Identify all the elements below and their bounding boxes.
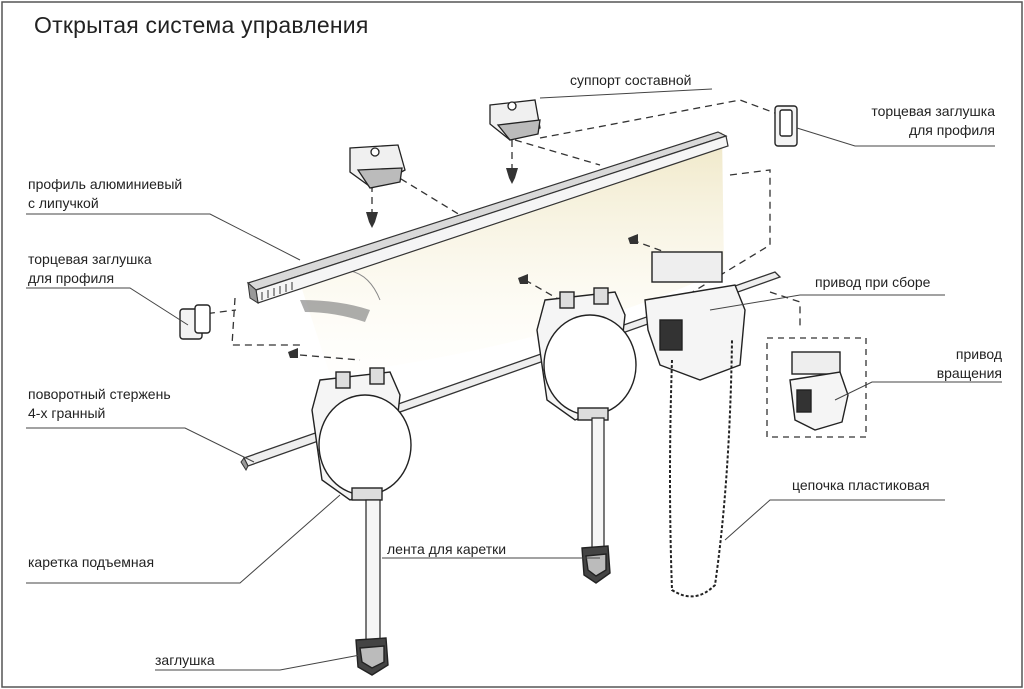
- label-end-cap-right: торцевая заглушка для профиля: [871, 103, 995, 138]
- label-rod: поворотный стержень 4-х гранный: [28, 386, 171, 421]
- screws: [288, 168, 638, 358]
- plugs: [355, 545, 611, 676]
- dash-top-right: [539, 99, 776, 139]
- support-1: [349, 144, 406, 189]
- dash-screw-left: [299, 354, 361, 361]
- end-cap-left: [179, 304, 211, 340]
- dash-right-box: [629, 169, 771, 331]
- dash-screw-mid: [524, 279, 561, 301]
- leader-profile: [26, 213, 301, 261]
- leader-end-cap-left: [26, 287, 189, 326]
- carriage-left: [311, 367, 412, 501]
- drive-rotation: [789, 351, 849, 431]
- leader-rod: [26, 427, 255, 463]
- diagram-title: Открытая система управления: [34, 12, 369, 38]
- tapes: [365, 417, 605, 641]
- label-support: суппорт составной: [570, 72, 692, 88]
- leader-drive-assembled: [709, 294, 945, 311]
- fabric: [300, 132, 724, 375]
- leader-chain: [724, 499, 945, 541]
- leader-support: [539, 88, 713, 99]
- dash-left-box: [231, 297, 300, 346]
- leader-plug: [155, 654, 361, 671]
- dash-drive: [769, 291, 801, 330]
- label-profile: профиль алюминиевый с липучкой: [28, 176, 183, 211]
- drive-assembled: [644, 251, 746, 381]
- end-cap-right: [774, 105, 798, 147]
- velcro-texture: [300, 300, 370, 322]
- label-tape: лента для каретки: [387, 541, 507, 557]
- leader-carriage: [26, 494, 341, 584]
- label-plug: заглушка: [155, 652, 215, 668]
- aluminium-profile: [246, 131, 729, 305]
- leader-end-cap-right: [796, 127, 995, 147]
- label-end-cap-left: торцевая заглушка для профиля: [28, 251, 152, 286]
- dash-support2: [514, 139, 601, 166]
- leader-drive-rotation: [834, 381, 1002, 401]
- label-chain: цепочка пластиковая: [792, 477, 930, 493]
- label-drive-assembled: привод при сборе: [815, 274, 931, 290]
- label-drive-rotation: привод вращения: [936, 346, 1002, 381]
- carriage-mid: [536, 287, 637, 421]
- label-carriage: каретка подъемная: [28, 554, 155, 570]
- chain: [669, 339, 733, 598]
- support-2: [489, 99, 541, 141]
- drive-rotation-box: [766, 337, 867, 438]
